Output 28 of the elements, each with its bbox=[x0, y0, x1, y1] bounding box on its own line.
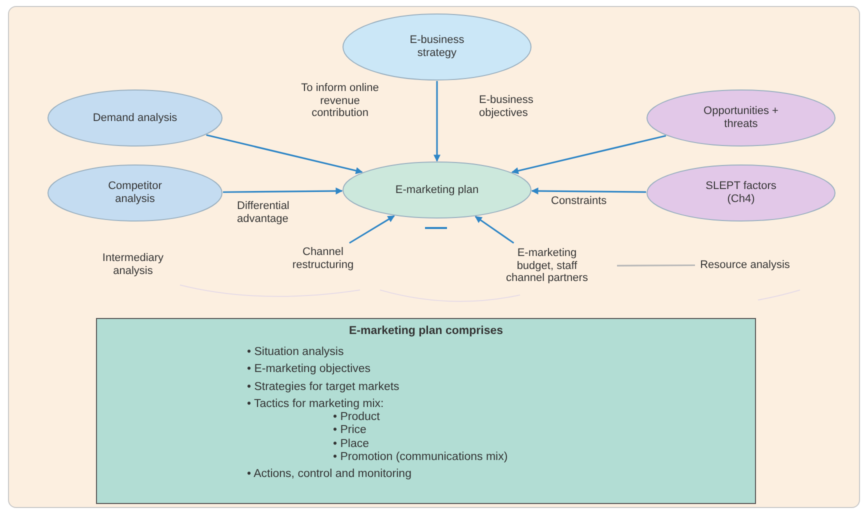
node-label: Demand analysis bbox=[92, 112, 178, 124]
node-label: SLEPT factors (Ch4) bbox=[704, 180, 778, 206]
list-item: • Product bbox=[333, 411, 380, 424]
arrow bbox=[206, 134, 363, 174]
list-item: • Place bbox=[333, 438, 369, 451]
list-item: • Actions, control and monitoring bbox=[247, 468, 412, 482]
list-item: • Strategies for target markets bbox=[247, 380, 400, 394]
node-label: Opportunities + threats bbox=[702, 105, 780, 131]
node-text: E-marketing budget, staff channel partners bbox=[505, 247, 589, 285]
arrow bbox=[511, 135, 666, 174]
node-text: Resource analysis bbox=[700, 258, 790, 272]
arrow bbox=[474, 216, 514, 244]
list-item: • Promotion (communications mix) bbox=[333, 450, 508, 464]
list-item: • Price bbox=[333, 424, 366, 438]
arrow bbox=[349, 215, 395, 244]
arrow bbox=[222, 188, 343, 194]
node-text: Intermediary analysis bbox=[101, 252, 165, 278]
arrow bbox=[531, 188, 646, 194]
node-text: Channel restructuring bbox=[291, 246, 355, 272]
arrow bbox=[434, 81, 440, 162]
list-item: • E-marketing objectives bbox=[247, 363, 371, 377]
node-label: E-marketing plan bbox=[395, 184, 479, 196]
panel-heading: E-marketing plan comprises bbox=[348, 325, 504, 338]
node-label: E-business strategy bbox=[408, 34, 466, 60]
node-label: Competitor analysis bbox=[107, 180, 163, 206]
list-item: • Tactics for marketing mix: bbox=[247, 398, 384, 412]
content-panel bbox=[96, 318, 756, 504]
list-item: • Situation analysis bbox=[247, 346, 344, 360]
